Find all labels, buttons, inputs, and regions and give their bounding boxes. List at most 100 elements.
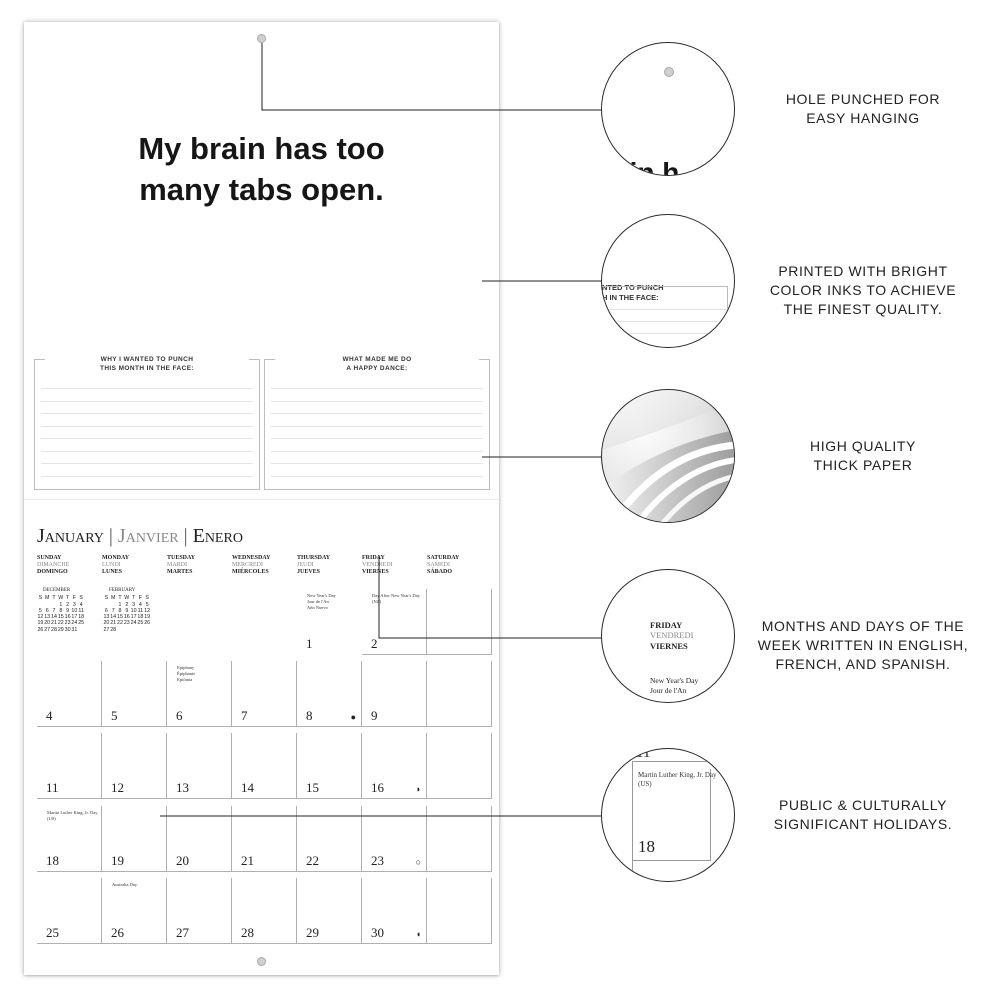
mini-day: 25 — [137, 620, 144, 627]
mini-day: 17 — [71, 614, 78, 621]
mini-day: 30 — [64, 626, 71, 633]
mini-day: 23 — [123, 620, 130, 627]
holiday-line: Jour de l'An — [307, 599, 329, 604]
zoom-note-title: NTED TO PUNCH H IN THE FACE: — [602, 283, 664, 302]
zoom-friday-es: VIERNES — [650, 641, 688, 651]
mini-day — [130, 627, 137, 633]
note-line — [41, 413, 253, 414]
mini-day: 21 — [51, 620, 57, 627]
mini-day: 15 — [117, 614, 123, 621]
day-cell: 14 — [241, 733, 362, 799]
zoom-mlk-region: (US) — [638, 780, 652, 788]
weekday-en: MONDAY — [102, 555, 130, 561]
mini-day: 10 — [130, 607, 137, 614]
zoom-cell-border — [632, 761, 633, 881]
weekday-fr: SAMEDI — [427, 562, 451, 568]
zoom-holiday-en: New Year's Day — [650, 676, 699, 685]
day-cell: 19 — [111, 806, 232, 872]
zoom-circle-weekdays: FRIDAY VENDREDI VIERNES New Year's Day J… — [601, 569, 735, 703]
caption-holidays: PUBLIC & CULTURALLY SIGNIFICANT HOLIDAYS… — [773, 797, 953, 832]
zoom-note-line — [602, 333, 728, 334]
weekday-en: SUNDAY — [37, 555, 62, 561]
mini-day — [144, 627, 151, 633]
weekday-fr: VENDREDI — [362, 562, 393, 568]
mini-weekday: F — [138, 595, 142, 602]
weekday-es: MARTES — [167, 569, 193, 575]
day-cell: 23 — [371, 806, 492, 872]
day-number: 27 — [176, 925, 189, 940]
zoom-cell-border — [632, 860, 711, 861]
bottom-hole — [257, 957, 266, 966]
note-line — [41, 450, 253, 452]
mini-day: 15 — [57, 614, 64, 621]
zoom-circle-paper — [601, 389, 735, 523]
note-box-dance-title: WHAT MADE ME DO A HAPPY DANCE: — [275, 355, 479, 373]
zoom-circle-holidays: 11 Martin Luther King, Jr. Day (US) 18 — [601, 748, 735, 882]
zoom-cell-border — [710, 769, 711, 861]
caption-paper: HIGH QUALITY THICK PAPER — [810, 438, 916, 473]
hanging-hole — [257, 34, 266, 43]
mini-day: 18 — [78, 614, 85, 621]
note-line — [271, 438, 483, 439]
zoom-friday-en: FRIDAY — [650, 620, 683, 630]
holiday-line: (US) — [47, 816, 56, 821]
zoom-note-line — [602, 309, 728, 310]
mini-day: 2 — [66, 601, 70, 608]
mini-day: 16 — [123, 614, 130, 621]
month-separator: | — [108, 525, 113, 547]
mini-day: 20 — [44, 620, 51, 627]
mini-day: 16 — [64, 614, 71, 621]
day-number: 18 — [46, 853, 59, 868]
mini-day: 24 — [71, 620, 78, 627]
mini-weekday: W — [124, 595, 130, 602]
mini-day: 14 — [110, 614, 117, 621]
weekday-fr: MARDI — [167, 562, 188, 568]
day-cell: 27 — [176, 878, 297, 944]
weekday-fr: DIMANCHE — [37, 562, 70, 568]
mini-day: 17 — [130, 614, 137, 621]
zoom-note-box — [602, 286, 728, 347]
mini-weekday: T — [52, 595, 56, 602]
mini-day: 23 — [64, 620, 71, 627]
headline-line-1: My brain has too — [138, 131, 385, 166]
month-separator: | — [183, 525, 188, 547]
mini-day: 3 — [132, 601, 136, 608]
day-number: 9 — [371, 708, 378, 723]
day-number: 23 — [371, 853, 384, 868]
paper-edge — [660, 473, 734, 522]
zoom-cell-border — [632, 761, 712, 762]
note-box-punch-title: WHY I WANTED TO PUNCH THIS MONTH IN THE … — [45, 355, 249, 373]
mini-weekday: S — [79, 595, 83, 602]
mini-day: 12 — [144, 607, 151, 614]
weekday-fr: LUNDI — [102, 562, 121, 568]
day-number: 16 — [371, 780, 384, 795]
caption-hole: HOLE PUNCHED FOR EASY HANGING — [785, 91, 941, 126]
note-line — [41, 400, 253, 402]
day-cell: 17 — [37, 806, 102, 872]
day-cell: 15◗ — [306, 733, 427, 799]
mini-day: 11 — [78, 607, 84, 614]
weekday-en: WEDNESDAY — [232, 555, 271, 561]
paper-edge — [609, 441, 734, 522]
mini-day — [117, 627, 124, 633]
day-number: 29 — [306, 925, 319, 940]
mini-day — [137, 627, 144, 633]
headline: My brain has too many tabs open. — [24, 128, 499, 210]
calendar-page: My brain has too many tabs open. WHY I W… — [24, 22, 499, 975]
mini-day: 14 — [51, 614, 57, 621]
day-cell: 7● — [241, 661, 362, 727]
weekday-en: THURSDAY — [297, 555, 331, 561]
mini-day — [123, 627, 130, 633]
holiday-line: Epifanía — [177, 677, 193, 682]
day-cell: 11 — [46, 733, 167, 799]
day-cell: 5 — [111, 661, 232, 727]
holiday-label: Martin Luther King, Jr. Day(US) — [47, 810, 98, 822]
mini-day — [78, 627, 85, 633]
holiday-line: (NZ) — [372, 599, 381, 604]
mini-day: 31 — [71, 626, 78, 633]
holiday-line: Año Nuevo — [307, 605, 328, 610]
